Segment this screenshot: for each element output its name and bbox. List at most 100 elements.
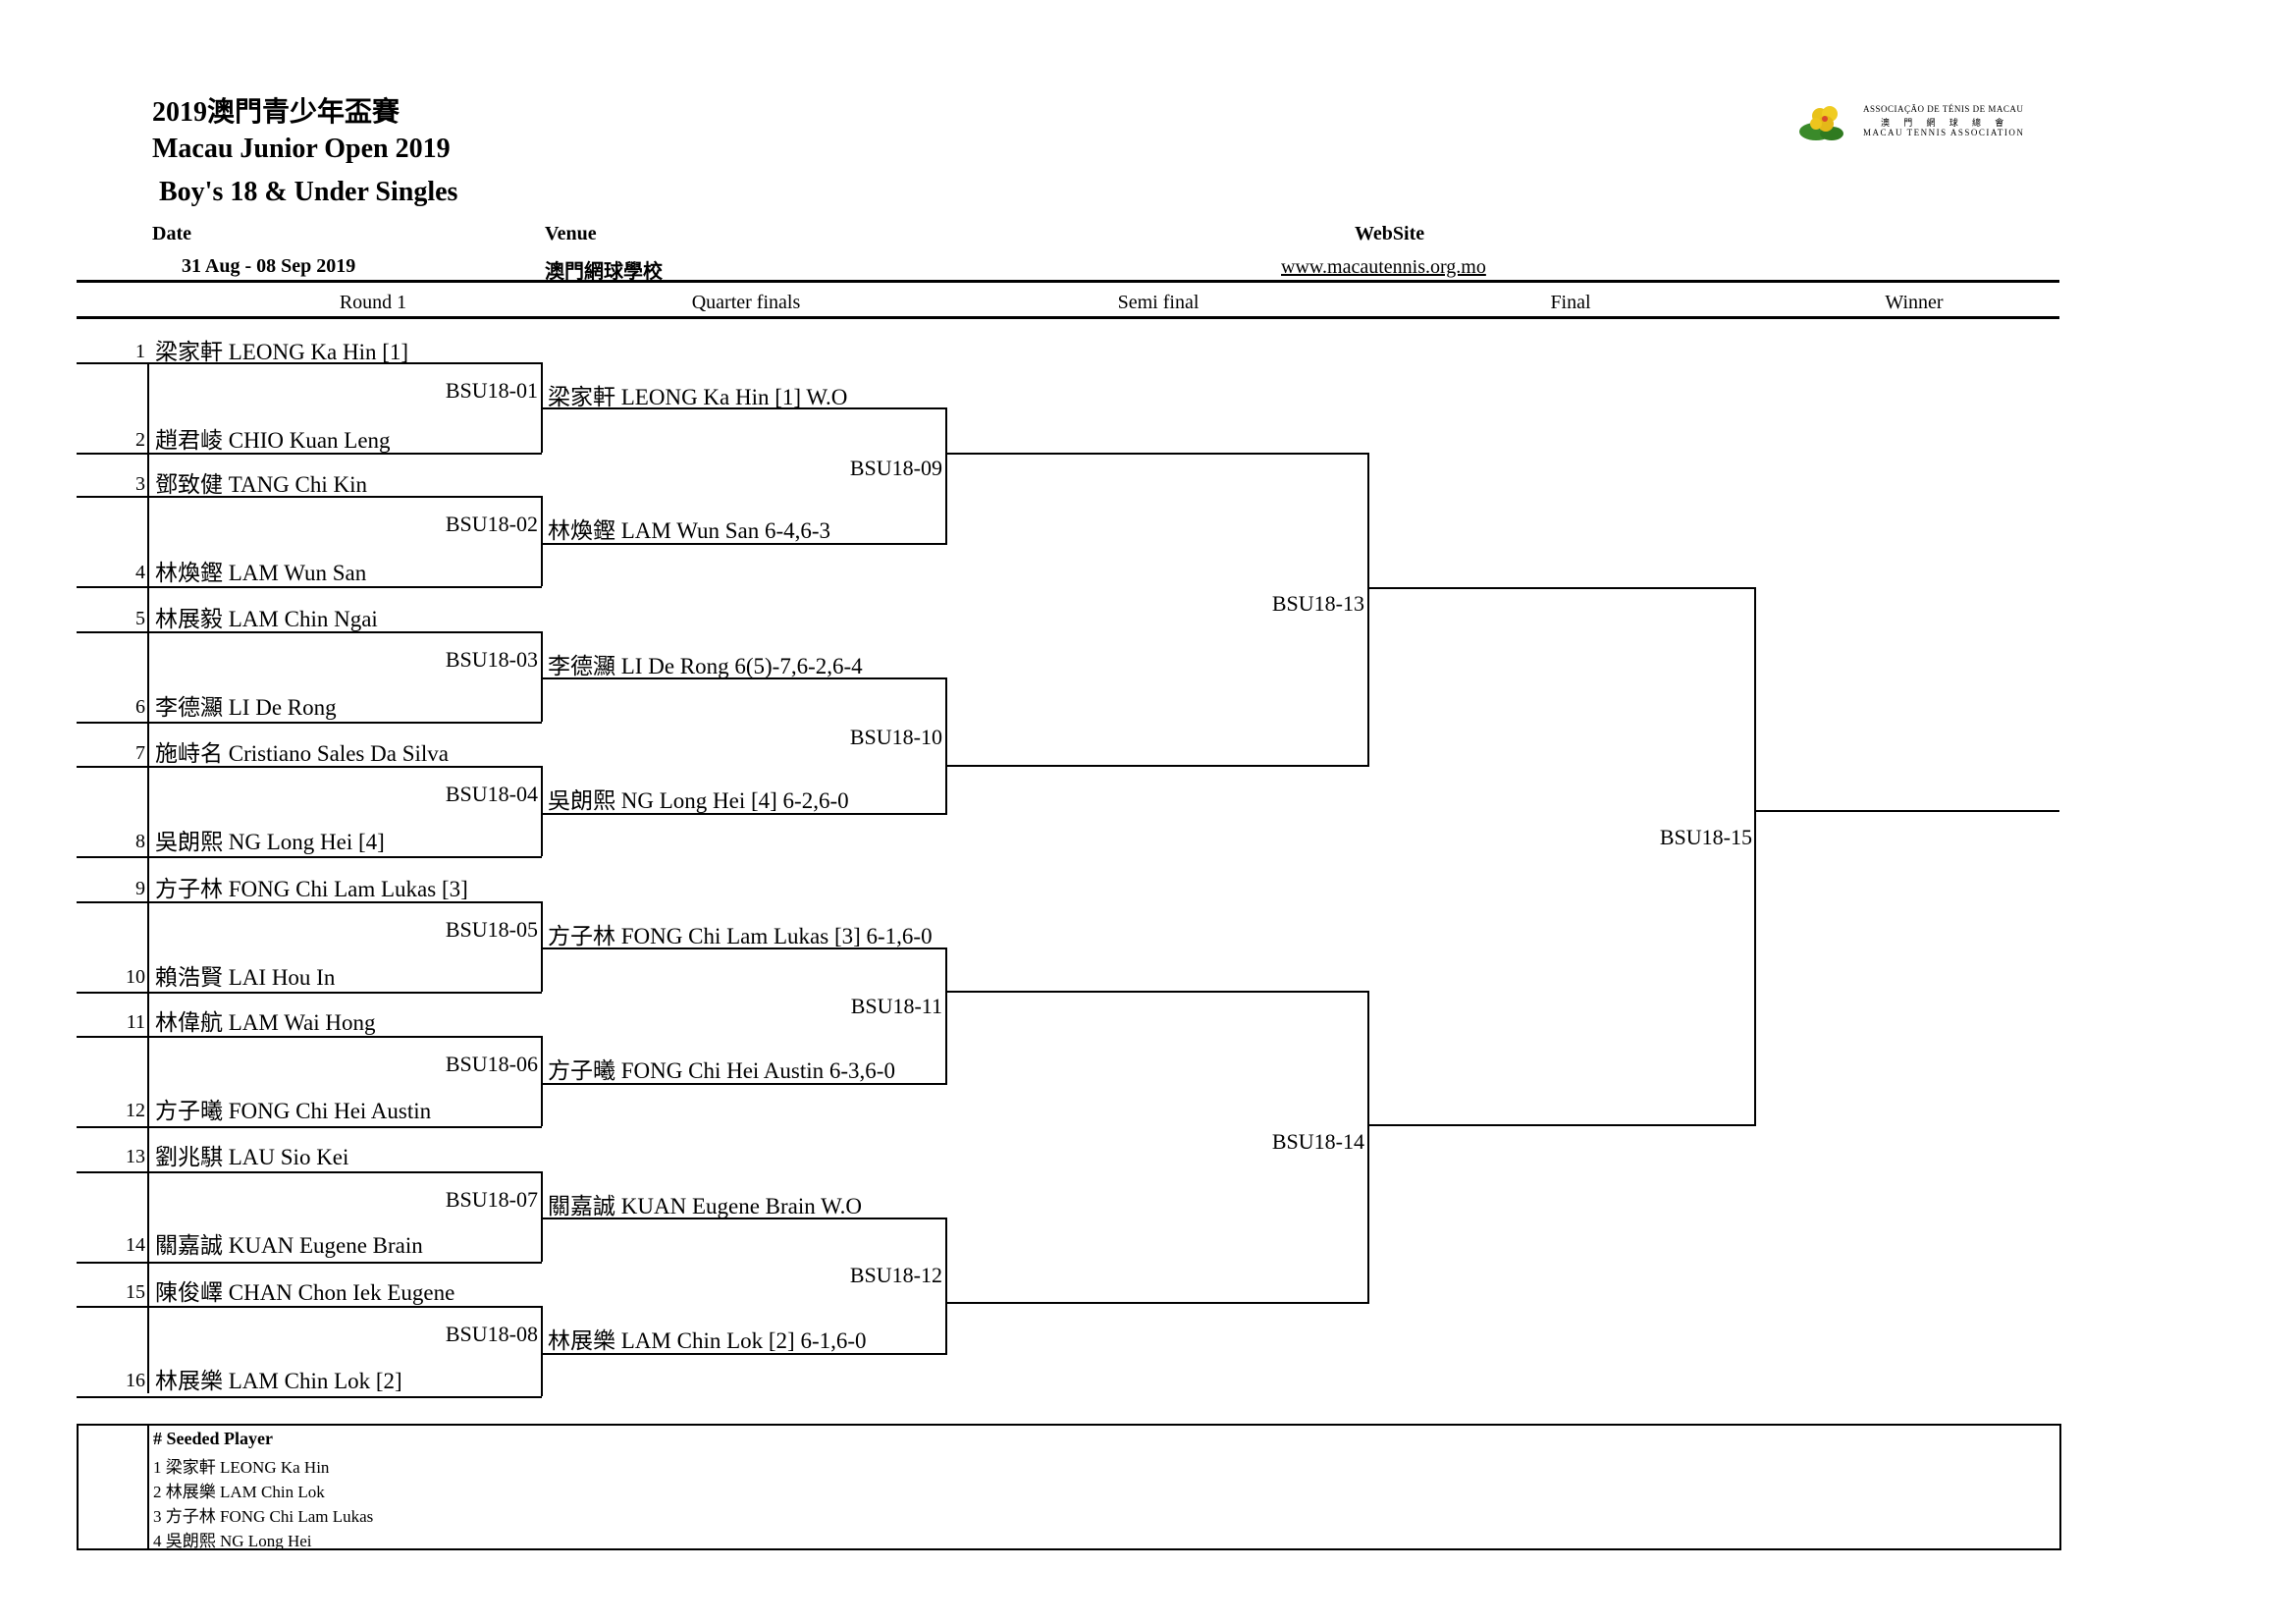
- round1-player: 鄧致健 TANG Chi Kin: [155, 472, 368, 497]
- round1-player: 林展毅 LAM Chin Ngai: [155, 607, 378, 631]
- final-match-label-2: BSU18-14: [1271, 1129, 1364, 1154]
- round1-player: 劉兆騏 LAU Sio Kei: [155, 1145, 349, 1169]
- final-connector-1: [1367, 453, 1369, 767]
- qf-connector-2: [541, 496, 543, 586]
- logo-text-chinese: 澳 門 網 球 總 會: [1881, 118, 2010, 128]
- round1-player: 賴浩賢 LAI Hou In: [155, 965, 336, 990]
- seeded-box-divider: [147, 1426, 149, 1548]
- sf-match-label-3: BSU18-11: [850, 994, 942, 1018]
- event-name: Boy's 18 & Under Singles: [159, 177, 458, 207]
- qf-result: 林展樂 LAM Chin Lok [2] 6-1,6-0: [548, 1328, 867, 1353]
- seed-position-number: 2: [135, 429, 145, 451]
- sf-match-label-2: BSU18-10: [849, 725, 942, 749]
- round1-player: 李德灦 LI De Rong: [155, 695, 337, 720]
- seed-position-number: 5: [135, 608, 145, 629]
- round1-slot-line: [77, 992, 542, 994]
- qf-match-label: BSU18-03: [445, 647, 538, 672]
- round1-left-border: [147, 362, 149, 1393]
- qf-result: 林煥鏗 LAM Wun San 6-4,6-3: [548, 518, 831, 543]
- qf-match-label: BSU18-04: [445, 782, 538, 806]
- qf-match-label: BSU18-05: [445, 917, 538, 942]
- qf-slot-line: [541, 1218, 947, 1219]
- final-connector-2: [1367, 991, 1369, 1304]
- title-english: Macau Junior Open 2019: [152, 134, 451, 164]
- header-rule-bottom: [77, 316, 2059, 319]
- seed-position-number: 3: [135, 473, 145, 495]
- sf-match-label-1: BSU18-09: [849, 456, 942, 480]
- round-header-winner: Winner: [1885, 292, 1944, 313]
- seed-position-number: 15: [126, 1281, 145, 1303]
- logo-text-portuguese: ASSOCIAÇÃO DE TÉNIS DE MACAU: [1863, 104, 2024, 114]
- website-link[interactable]: www.macautennis.org.mo: [1281, 256, 1486, 278]
- seed-position-number: 8: [135, 831, 145, 852]
- final-match-label-1: BSU18-13: [1271, 591, 1364, 616]
- round1-slot-line: [77, 496, 542, 498]
- round-header-qf: Quarter finals: [691, 292, 801, 313]
- qf-connector-7: [541, 1171, 543, 1262]
- final-line-2: [1369, 1124, 1756, 1126]
- seed-position-number: 9: [135, 878, 145, 899]
- sf-connector-4: [945, 1218, 947, 1353]
- round-header-r1: Round 1: [339, 292, 407, 313]
- round1-slot-line: [77, 722, 542, 724]
- seeded-item: 3 方子林 FONG Chi Lam Lukas: [153, 1507, 374, 1526]
- round1-player: 梁家軒 LEONG Ka Hin [1]: [155, 340, 409, 364]
- qf-slot-line: [541, 543, 947, 545]
- seeded-item: 2 林展樂 LAM Chin Lok: [153, 1483, 325, 1501]
- round1-player: 陳俊嶧 CHAN Chon Iek Eugene: [155, 1280, 455, 1305]
- qf-result: 吳朗熙 NG Long Hei [4] 6-2,6-0: [548, 788, 849, 813]
- seeded-title: # Seeded Player: [153, 1429, 273, 1448]
- title-chinese: 2019澳門青少年盃賽: [152, 97, 400, 128]
- qf-slot-line: [541, 813, 947, 815]
- sf-connector-1: [945, 407, 947, 543]
- seeded-item: 1 梁家軒 LEONG Ka Hin: [153, 1458, 330, 1477]
- round-header-sf: Semi final: [1117, 292, 1200, 313]
- sf-line-2: [947, 765, 1369, 767]
- round1-slot-line: [77, 901, 542, 903]
- round1-player: 施峙名 Cristiano Sales Da Silva: [155, 741, 449, 766]
- qf-slot-line: [541, 677, 947, 679]
- round1-player: 林偉航 LAM Wai Hong: [155, 1010, 376, 1035]
- seed-position-number: 10: [126, 966, 145, 988]
- qf-connector-3: [541, 631, 543, 722]
- association-logo: ASSOCIAÇÃO DE TÉNIS DE MACAU 澳 門 網 球 總 會…: [1798, 102, 2034, 147]
- seed-position-number: 4: [135, 562, 145, 583]
- qf-result: 方子林 FONG Chi Lam Lukas [3] 6-1,6-0: [548, 924, 933, 948]
- round1-player: 方子曦 FONG Chi Hei Austin: [155, 1099, 432, 1123]
- venue-value: 澳門網球學校: [545, 261, 663, 283]
- qf-match-label: BSU18-02: [445, 512, 538, 536]
- sf-line-1: [947, 453, 1369, 455]
- winner-match-label: BSU18-15: [1659, 825, 1752, 849]
- qf-slot-line: [541, 407, 947, 409]
- sf-match-label-4: BSU18-12: [849, 1263, 942, 1287]
- qf-result: 李德灦 LI De Rong 6(5)-7,6-2,6-4: [548, 654, 863, 678]
- seed-position-number: 12: [126, 1100, 145, 1121]
- round1-player: 林展樂 LAM Chin Lok [2]: [155, 1369, 402, 1393]
- round1-slot-line: [77, 1036, 542, 1038]
- winner-line: [1756, 810, 2059, 812]
- qf-connector-8: [541, 1306, 543, 1396]
- final-line-1: [1369, 587, 1756, 589]
- seed-position-number: 11: [126, 1011, 145, 1033]
- sf-line-4: [947, 1302, 1369, 1304]
- sf-line-3: [947, 991, 1369, 993]
- qf-connector-4: [541, 766, 543, 856]
- round1-player: 關嘉誠 KUAN Eugene Brain: [155, 1233, 423, 1258]
- sf-connector-2: [945, 677, 947, 813]
- header-rule-top: [77, 280, 2059, 283]
- flower-logo-icon: [1799, 106, 1843, 140]
- round1-slot-line: [77, 856, 542, 858]
- round1-slot-line: [77, 1171, 542, 1173]
- qf-connector-1: [541, 362, 543, 453]
- qf-match-label: BSU18-07: [445, 1187, 538, 1212]
- date-label: Date: [152, 223, 191, 244]
- winner-connector: [1754, 587, 1756, 1126]
- sf-connector-3: [945, 947, 947, 1083]
- qf-result: 關嘉誠 KUAN Eugene Brain W.O: [548, 1194, 863, 1218]
- seeded-players-box: # Seeded Player 1 梁家軒 LEONG Ka Hin 2 林展樂…: [77, 1424, 2061, 1550]
- qf-slot-line: [541, 1353, 947, 1355]
- round1-slot-line: [77, 1262, 542, 1264]
- round-header-final: Final: [1550, 292, 1591, 313]
- website-label: WebSite: [1355, 223, 1425, 244]
- round1-slot-line: [77, 1126, 542, 1128]
